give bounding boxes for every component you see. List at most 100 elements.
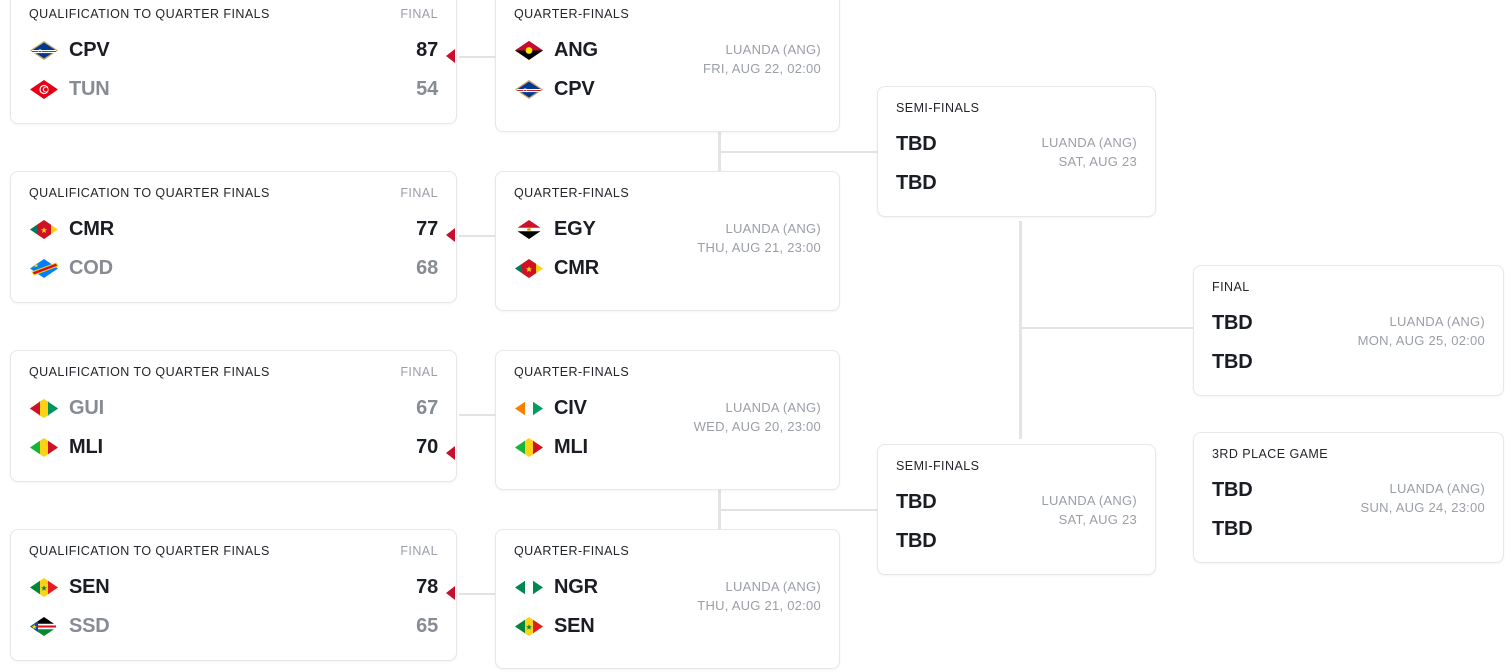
card-header: QUARTER-FINALS	[514, 7, 821, 21]
semi-final-card-1[interactable]: SEMI-FINALS TBD TBD LUANDA (ANG) SAT, AU…	[877, 86, 1156, 217]
card-header: QUARTER-FINALS	[514, 544, 821, 558]
venue: LUANDA (ANG)	[725, 579, 821, 594]
qualification-card-1[interactable]: QUALIFICATION TO QUARTER FINALS FINAL CP…	[10, 0, 457, 124]
third-place-card[interactable]: 3RD PLACE GAME TBD TBD LUANDA (ANG) SUN,…	[1193, 432, 1504, 563]
table-row[interactable]: TBD	[1212, 343, 1485, 382]
team-rows: ANG CPV	[514, 31, 821, 109]
game-meta: LUANDA (ANG) THU, AUG 21, 02:00	[697, 578, 821, 616]
connector-qf-sf-vertical-bottom	[718, 489, 721, 535]
flag-ssd-icon	[29, 616, 59, 637]
table-row[interactable]: NGR	[514, 568, 821, 607]
table-row[interactable]: ANG	[514, 31, 821, 70]
flag-mli-icon	[514, 437, 544, 458]
game-meta: LUANDA (ANG) SUN, AUG 24, 23:00	[1361, 480, 1485, 518]
venue: LUANDA (ANG)	[725, 42, 821, 57]
table-row[interactable]: TBD	[896, 125, 1137, 164]
team-score: 87	[416, 39, 438, 61]
flag-civ-icon	[514, 398, 544, 419]
table-row[interactable]: CPV 87	[29, 31, 438, 70]
table-row[interactable]: SEN 78	[29, 568, 438, 607]
venue: LUANDA (ANG)	[1041, 493, 1137, 508]
card-header: SEMI-FINALS	[896, 101, 1137, 115]
team-abbr: TBD	[1212, 479, 1253, 501]
quarter-final-card-2[interactable]: QUARTER-FINALS EGY CMR LUANDA (ANG) THU,…	[495, 171, 840, 311]
quarter-final-card-1[interactable]: QUARTER-FINALS ANG CPV LUANDA (ANG) FRI,…	[495, 0, 840, 132]
card-title: QUALIFICATION TO QUARTER FINALS	[29, 544, 270, 558]
connector-qual-qf-4	[459, 593, 495, 595]
team-abbr: EGY	[554, 218, 596, 240]
team-abbr: TBD	[1212, 312, 1253, 334]
team-score: 65	[416, 615, 438, 637]
table-row[interactable]: TUN 54	[29, 70, 438, 109]
flag-cmr-icon	[514, 258, 544, 279]
flag-sen-icon	[29, 577, 59, 598]
card-header: SEMI-FINALS	[896, 459, 1137, 473]
card-title: QUARTER-FINALS	[514, 186, 630, 200]
quarter-final-card-4[interactable]: QUARTER-FINALS NGR SEN LUANDA (ANG) THU,…	[495, 529, 840, 669]
table-row[interactable]: MLI 70	[29, 428, 438, 467]
game-meta: LUANDA (ANG) MON, AUG 25, 02:00	[1358, 313, 1485, 351]
card-header: QUALIFICATION TO QUARTER FINALS FINAL	[29, 544, 438, 558]
venue: LUANDA (ANG)	[1389, 314, 1485, 329]
venue: LUANDA (ANG)	[1389, 481, 1485, 496]
card-title: SEMI-FINALS	[896, 101, 980, 115]
team-rows: NGR SEN	[514, 568, 821, 646]
table-row[interactable]: CMR	[514, 249, 821, 288]
team-score: 77	[416, 218, 438, 240]
team-abbr: CPV	[69, 39, 110, 61]
table-row[interactable]: GUI 67	[29, 389, 438, 428]
table-row[interactable]: COD 68	[29, 249, 438, 288]
connector-qual-qf-3	[459, 414, 495, 416]
table-row[interactable]: EGY	[514, 210, 821, 249]
connector-qual-qf-2	[459, 235, 495, 237]
team-abbr: TBD	[1212, 518, 1253, 540]
flag-cod-icon	[29, 258, 59, 279]
score-header: FINAL	[400, 7, 438, 21]
table-row[interactable]: SSD 65	[29, 607, 438, 646]
winner-arrow-qual-3	[446, 446, 455, 460]
connector-sf-final-horizontal	[1019, 327, 1194, 329]
table-row[interactable]: TBD	[1212, 304, 1485, 343]
card-header: 3RD PLACE GAME	[1212, 447, 1485, 461]
table-row[interactable]: CPV	[514, 70, 821, 109]
table-row[interactable]: CIV	[514, 389, 821, 428]
flag-cmr-icon	[29, 219, 59, 240]
datetime: FRI, AUG 22, 02:00	[703, 60, 821, 76]
connector-qual-qf-1	[459, 56, 495, 58]
team-abbr: CMR	[554, 257, 599, 279]
flag-tun-icon	[29, 79, 59, 100]
datetime: SUN, AUG 24, 23:00	[1360, 499, 1485, 515]
team-rows: TBD TBD	[1212, 471, 1485, 549]
qualification-card-3[interactable]: QUALIFICATION TO QUARTER FINALS FINAL GU…	[10, 350, 457, 482]
team-abbr: CMR	[69, 218, 114, 240]
team-abbr: COD	[69, 257, 113, 279]
card-header: QUALIFICATION TO QUARTER FINALS FINAL	[29, 7, 438, 21]
table-row[interactable]: TBD	[1212, 471, 1485, 510]
final-card[interactable]: FINAL TBD TBD LUANDA (ANG) MON, AUG 25, …	[1193, 265, 1504, 396]
table-row[interactable]: CMR 77	[29, 210, 438, 249]
table-row[interactable]: TBD	[1212, 510, 1485, 549]
flag-cpv-icon	[514, 79, 544, 100]
card-title: QUALIFICATION TO QUARTER FINALS	[29, 365, 270, 379]
table-row[interactable]: TBD	[896, 164, 1137, 203]
game-meta: LUANDA (ANG) FRI, AUG 22, 02:00	[703, 41, 821, 79]
venue: LUANDA (ANG)	[725, 400, 821, 415]
table-row[interactable]: TBD	[896, 522, 1137, 561]
team-score: 67	[416, 397, 438, 419]
table-row[interactable]: TBD	[896, 483, 1137, 522]
team-abbr: SEN	[554, 615, 595, 637]
flag-sen-icon	[514, 616, 544, 637]
team-rows: CIV MLI	[514, 389, 821, 467]
card-header: QUARTER-FINALS	[514, 186, 821, 200]
qualification-card-4[interactable]: QUALIFICATION TO QUARTER FINALS FINAL SE…	[10, 529, 457, 661]
qualification-card-2[interactable]: QUALIFICATION TO QUARTER FINALS FINAL CM…	[10, 171, 457, 303]
semi-final-card-2[interactable]: SEMI-FINALS TBD TBD LUANDA (ANG) SAT, AU…	[877, 444, 1156, 575]
team-rows: TBD TBD	[896, 125, 1137, 203]
table-row[interactable]: SEN	[514, 607, 821, 646]
quarter-final-card-3[interactable]: QUARTER-FINALS CIV MLI LUANDA (ANG) WED,…	[495, 350, 840, 490]
table-row[interactable]: MLI	[514, 428, 821, 467]
flag-ngr-icon	[514, 577, 544, 598]
connector-sf-final-vertical	[1019, 221, 1022, 439]
team-score: 54	[416, 78, 438, 100]
